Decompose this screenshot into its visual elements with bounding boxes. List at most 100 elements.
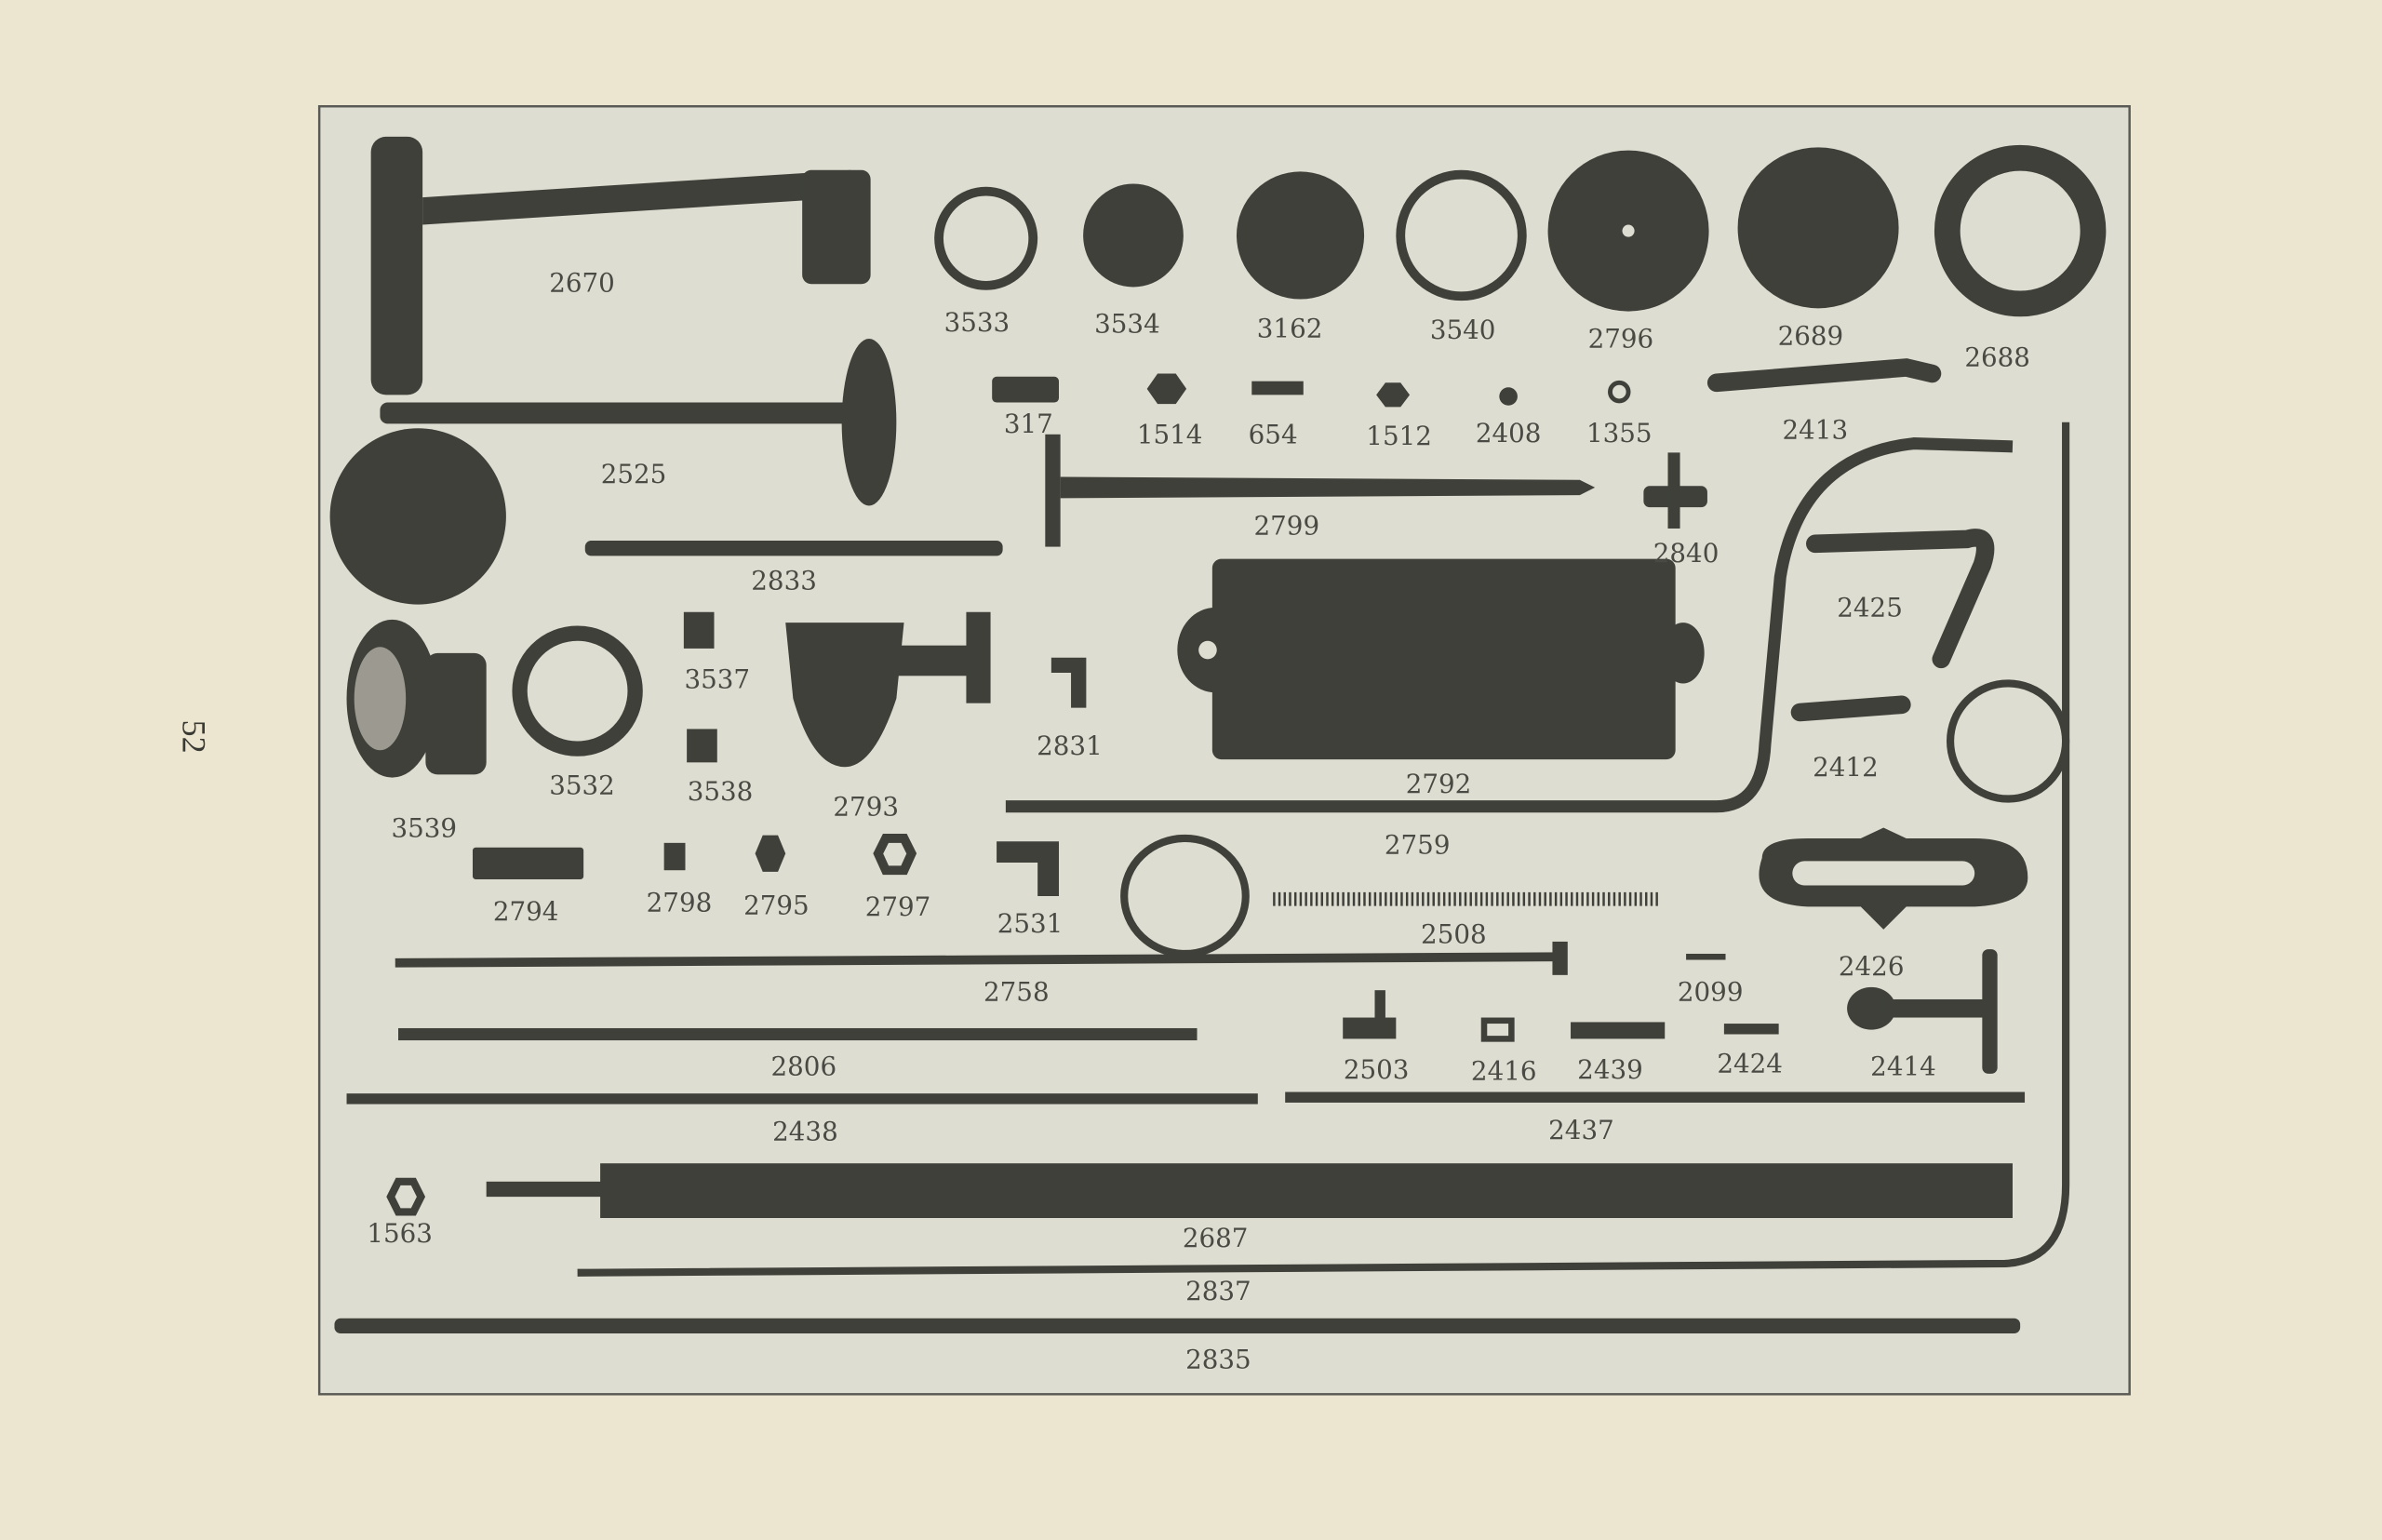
part-2835 [334,1318,2021,1334]
label-3534: 3534 [1094,308,1160,339]
part-2793 [785,623,904,768]
part-labels: 2670 3533 3534 3162 3540 2796 2689 2688 … [367,267,2030,1374]
part-1512 [1376,382,1411,408]
part-2797 [873,834,917,876]
part-2424 [1723,1024,1779,1035]
label-2525: 2525 [601,459,667,489]
label-2426: 2426 [1839,951,1905,982]
label-3540: 3540 [1430,315,1496,345]
label-2670: 2670 [549,267,615,298]
label-3532: 3532 [549,770,615,801]
label-2503: 2503 [1344,1054,1410,1085]
part-2525 [380,402,851,424]
label-2425: 2425 [1837,593,1903,623]
page-number: 52 [175,720,212,754]
part-2531 [997,841,1060,896]
label-2413: 2413 [1783,415,1849,446]
label-654: 654 [1249,420,1298,450]
label-2831: 2831 [1037,730,1103,761]
part-317 [992,376,1060,403]
part-654 [1251,381,1304,395]
part-2799 [1045,434,1061,547]
part-2412 [1790,695,1911,722]
parts-shapes [329,136,2107,1334]
label-2840: 2840 [1653,538,1720,569]
part-3540 [1396,169,1527,301]
part-2758-loop [1120,834,1250,958]
label-2688: 2688 [1964,341,2030,372]
label-2416: 2416 [1471,1055,1537,1086]
part-3162 [1236,171,1365,300]
label-2408: 2408 [1476,418,1542,449]
label-2508: 2508 [1421,919,1487,950]
label-3533: 3533 [944,307,1010,338]
label-2437: 2437 [1548,1115,1614,1145]
part-3537 [683,611,715,649]
label-2438: 2438 [772,1117,838,1147]
label-3538: 3538 [688,776,754,807]
part-2798 [663,842,686,871]
label-3537: 3537 [684,663,750,694]
label-2099: 2099 [1678,977,1744,1008]
label-3539: 3539 [391,812,457,843]
label-2689: 2689 [1778,320,1844,351]
part-2416 [1480,1017,1515,1042]
label-2794: 2794 [493,896,559,927]
label-1514: 1514 [1137,420,1203,450]
label-2687: 2687 [1183,1223,1249,1253]
label-1512: 1512 [1366,421,1432,451]
part-2437 [1285,1091,2026,1103]
label-2835: 2835 [1185,1345,1251,1375]
label-2833: 2833 [751,565,817,596]
label-2796: 2796 [1588,324,1654,355]
part-3533 [934,186,1038,290]
label-2795: 2795 [743,891,810,921]
label-1355: 1355 [1586,418,1653,449]
label-317: 317 [1004,408,1053,439]
part-2794 [472,847,584,880]
label-2799: 2799 [1254,511,1320,542]
part-2833 [584,541,1003,556]
label-2424: 2424 [1717,1048,1783,1078]
part-2425 [1806,529,1995,669]
part-2414 [1982,949,1998,1074]
label-2412: 2412 [1813,752,1879,783]
label-2797: 2797 [865,891,931,922]
part-2837-rod [577,422,2070,1277]
label-2806: 2806 [771,1051,837,1082]
part-2413 [1706,358,1942,393]
part-3538 [687,729,717,763]
part-2438 [346,1093,1258,1105]
part-2412-ring [1946,679,2070,803]
label-2531: 2531 [997,908,1064,939]
label-2439: 2439 [1577,1054,1643,1085]
part-2689 [1737,147,1899,309]
part-2670-end [802,169,871,285]
part-2759 [1005,437,2014,813]
label-2759: 2759 [1385,829,1451,860]
label-2798: 2798 [647,887,713,917]
label-2793: 2793 [833,791,899,822]
part-2831 [1050,657,1087,708]
part-2758 [395,952,1565,968]
part-2688 [1934,144,2107,317]
part-3534 [1083,183,1184,288]
part-2795 [755,835,786,872]
part-2408 [1499,387,1518,406]
label-2837: 2837 [1185,1276,1251,1306]
label-2758: 2758 [984,977,1050,1008]
part-2439 [1571,1022,1666,1039]
label-2414: 2414 [1870,1051,1936,1082]
part-3532 [512,625,643,757]
label-1563: 1563 [367,1218,433,1249]
part-2670 [370,136,423,395]
label-2792: 2792 [1406,769,1472,799]
part-1355 [1608,380,1631,404]
part-2687 [600,1163,2013,1218]
part-1563 [386,1177,426,1216]
label-3162: 3162 [1257,313,1323,343]
part-2792 [1211,558,1676,760]
part-1514 [1146,373,1187,405]
